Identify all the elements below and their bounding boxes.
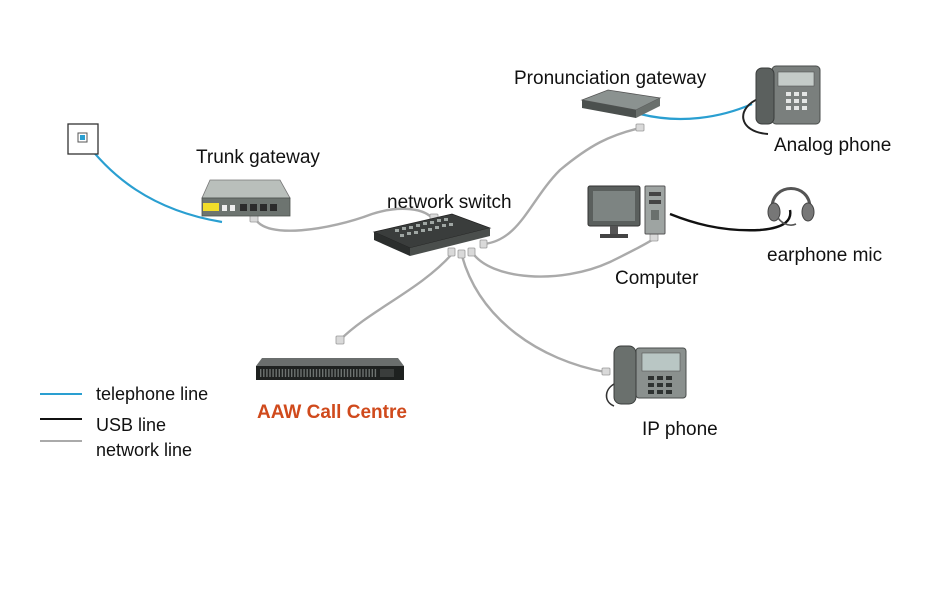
server-vent-slot: [287, 369, 290, 377]
server-vent-slot: [337, 369, 339, 377]
server-vent-slot: [297, 369, 299, 377]
ip-phone-icon: [605, 345, 687, 407]
server-vent-slot: [349, 369, 352, 377]
server-vent-slot: [325, 369, 327, 377]
pronunciation-gateway-icon: [580, 89, 662, 118]
legend-swatch-network-line: [40, 440, 82, 442]
server-vent-slot: [300, 369, 302, 377]
server-vent-slot: [322, 369, 324, 377]
computer-label: Computer: [615, 268, 699, 289]
server-vent-slot: [318, 369, 321, 377]
ip-phone-label: IP phone: [642, 419, 718, 440]
server-vent-slot: [362, 369, 364, 377]
network-line-trunk-to-switch: [253, 207, 435, 232]
legend-label-usb-line: USB line: [96, 415, 167, 435]
network-switch-icon: [372, 213, 492, 256]
server-vent-slot: [371, 369, 373, 377]
telephone-line-gateway-to-analog-phone: [639, 102, 753, 121]
wall-jack-icon: [67, 123, 99, 155]
server-vent-slot: [306, 369, 308, 377]
server-vent-slot: [368, 369, 370, 377]
server-vent-slot: [278, 369, 280, 377]
server-vent-slot: [353, 369, 355, 377]
server-vent-slot: [303, 369, 305, 377]
network-line-switch-to-computer: [470, 237, 656, 278]
server-vent-slot: [359, 369, 361, 377]
server-vent-slot: [272, 369, 274, 377]
server-vent-slot: [269, 369, 271, 377]
headset-icon: [767, 187, 815, 226]
legend-label-telephone-line: telephone line: [96, 384, 209, 404]
analog-phone-label: Analog phone: [774, 135, 892, 156]
server-vent-slot: [315, 369, 318, 377]
legend-label-network-line: network line: [96, 440, 193, 460]
server-vent-slot: [374, 369, 377, 377]
trunk-gateway-icon: [201, 179, 291, 217]
server-vent-slot: [266, 369, 268, 377]
network-line-switch-to-pronunciation-gateway: [483, 126, 641, 246]
earphone-mic-label: earphone mic: [767, 245, 883, 266]
network-line-switch-to-call-centre: [339, 253, 453, 341]
server-vent-slot: [294, 369, 296, 377]
server-vent-pattern: [260, 369, 377, 377]
legend-swatch-usb-line: [40, 418, 82, 420]
server-vent-slot: [312, 369, 315, 377]
desktop-computer-icon: [587, 185, 666, 238]
desk-phone-icon: [755, 65, 821, 125]
call-centre-label: AAW Call Centre: [257, 402, 407, 423]
server-vent-slot: [328, 369, 330, 377]
server-vent-slot: [260, 369, 262, 377]
server-vent-slot: [356, 369, 358, 377]
pronunciation-gateway-label: Pronunciation gateway: [514, 68, 707, 89]
server-vent-slot: [263, 369, 265, 377]
trunk-gateway-label: Trunk gateway: [196, 147, 320, 168]
server-vent-slot: [291, 369, 293, 377]
server-vent-slot: [340, 369, 342, 377]
network-line-switch-to-ip-phone: [460, 255, 606, 374]
server-vent-slot: [334, 369, 336, 377]
usb-line-computer-to-headset: [669, 209, 792, 232]
server-vent-slot: [284, 369, 287, 377]
legend-swatch-telephone-line: [40, 393, 82, 395]
analog-phone-cord: [742, 97, 769, 135]
server-vent-slot: [346, 369, 349, 377]
server-vent-slot: [343, 369, 346, 377]
server-vent-slot: [275, 369, 277, 377]
server-vent-slot: [331, 369, 333, 377]
server-vent-slot: [309, 369, 311, 377]
server-vent-slot: [365, 369, 367, 377]
server-vent-slot: [281, 369, 284, 377]
rack-server-icon: [256, 358, 404, 380]
network-switch-label: network switch: [387, 192, 512, 213]
